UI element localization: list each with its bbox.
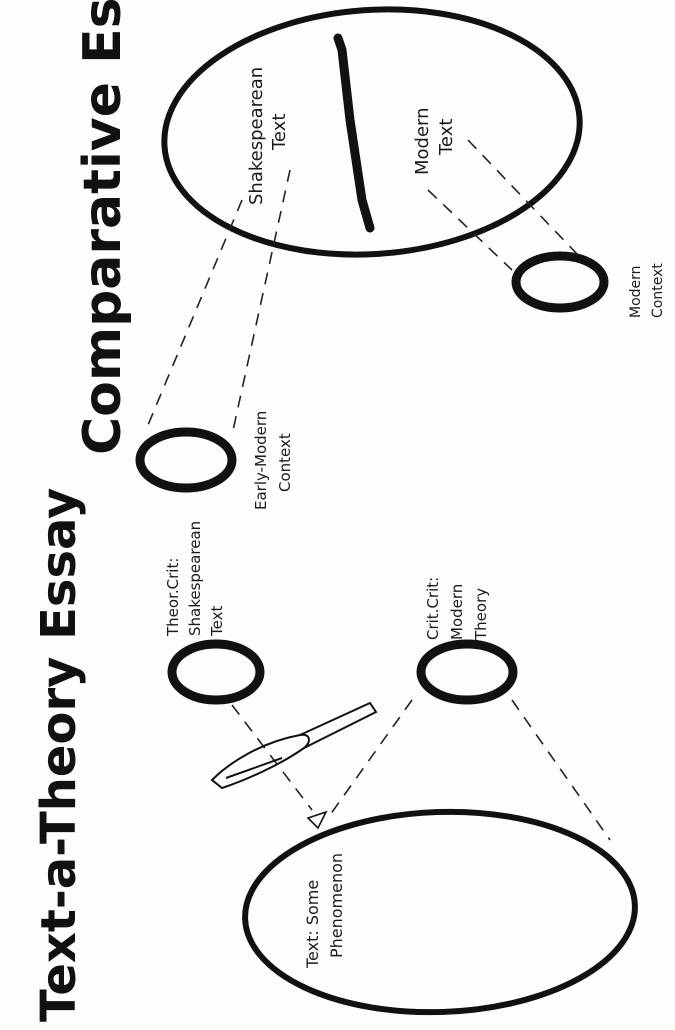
crit-crit-circle (416, 639, 518, 705)
connector-crit-phenomenon-1 (329, 699, 413, 816)
modern-context-label-1: Modern (628, 265, 644, 318)
text-theory-connectors (231, 699, 611, 841)
early-modern-context-circle (135, 427, 237, 493)
connector-crit-phenomenon-2 (511, 699, 611, 841)
connector-modern-context-2 (467, 139, 579, 256)
comparative-title: Comparative Essay (73, 0, 133, 455)
phenomenon-label-2: Phenomenon (327, 853, 346, 958)
modern-text-label-1: Modern (412, 107, 433, 175)
crit-crit-label-1: Crit.Crit: (424, 577, 442, 640)
comparative-connectors (147, 139, 579, 436)
comparative-big-circle (161, 6, 583, 258)
shakespearean-text-label-2: Text (269, 114, 290, 151)
early-modern-context-label-2: Context (276, 433, 294, 492)
phenomenon-label-1: Text: Some (303, 880, 322, 969)
theor-crit-circle (167, 639, 265, 705)
modern-text-label-2: Text (436, 119, 457, 156)
early-modern-context-label-1: Early-Modern (252, 411, 270, 510)
crit-crit-label-2: Modern (448, 584, 466, 640)
modern-context-label-2: Context (650, 263, 666, 318)
modern-context-circle (511, 251, 609, 313)
crit-crit-label-3: Theory (472, 588, 490, 641)
connector-shakespeare-early-2 (231, 169, 291, 436)
connector-theor-phenomenon (231, 704, 313, 811)
connector-modern-context-1 (427, 189, 513, 271)
comparative-divider (333, 33, 375, 233)
text-theory-title: Text-a-Theory Essay (31, 488, 87, 1022)
shakespearean-text-label-1: Shakespearean (246, 67, 267, 205)
arrow-head (306, 810, 328, 830)
theor-crit-label-1: Theor.Crit: (164, 558, 182, 637)
phenomenon-circle (242, 808, 638, 1016)
connector-shakespeare-early-1 (147, 199, 243, 426)
theor-crit-label-2: Shakespearean (186, 521, 204, 636)
scalpel-icon (210, 701, 378, 790)
theor-crit-label-3: Text (208, 606, 226, 637)
